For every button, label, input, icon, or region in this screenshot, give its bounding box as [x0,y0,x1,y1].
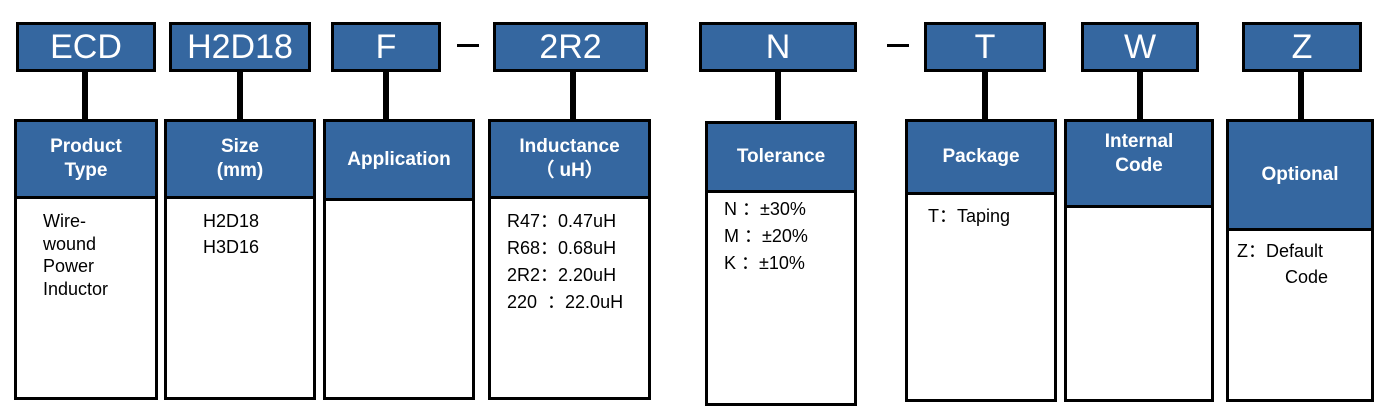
body-inductance: R47：0.47uH R68：0.68uH 2R2：2.20uH 220 ：22… [507,208,648,316]
inductance-line: R47：0.47uH [507,211,617,231]
size-line: H2D18 [203,211,260,231]
inductance-line: 2R2：2.20uH [507,265,617,285]
header-product-type-label: Product Type [50,136,122,181]
box-product-type: Product Type Wire- wound Power Inductor [14,119,158,400]
header-tolerance: Tolerance [708,124,854,193]
header-optional-label: Optional [1261,164,1339,186]
product-type-line: Power [43,256,95,276]
box-application: Application [323,119,475,400]
connector-tolerance [775,72,781,120]
header-product-type: Product Type [17,122,155,199]
connector-package [982,72,988,120]
code-tolerance: N [699,22,857,72]
separator-dash-2 [887,44,909,47]
header-internal-code: Internal Code [1067,122,1211,208]
code-optional: Z [1242,22,1362,72]
box-package: Package T：Taping [905,119,1057,402]
code-size: H2D18 [169,22,311,72]
box-optional: Optional Z：Default Code [1226,119,1374,402]
box-internal-code: Internal Code [1064,119,1214,402]
box-size: Size (mm) H2D18 H3D16 [164,119,316,400]
code-inductance: 2R2 [493,22,648,72]
box-tolerance: Tolerance N ：±30% M ：±20% K ：±10% [705,121,857,406]
product-type-line: Wire- [43,211,86,231]
header-tolerance-label: Tolerance [736,146,826,168]
inductance-line: R68：0.68uH [507,238,617,258]
body-size: H2D18 H3D16 [203,208,313,260]
separator-dash-1 [457,44,479,47]
body-optional: Z：Default Code [1237,238,1371,290]
header-package: Package [908,122,1054,195]
connector-inductance [570,72,576,120]
code-internal: W [1081,22,1199,72]
body-product-type: Wire- wound Power Inductor [43,210,155,300]
code-ecd: ECD [16,22,156,72]
tolerance-line: K ：±10% [724,253,805,273]
connector-size [237,72,243,120]
product-type-line: wound [43,233,97,254]
code-application: F [331,22,441,72]
tolerance-line: M ：±20% [724,226,808,246]
header-optional: Optional [1229,122,1371,231]
product-type-line: Inductor [43,278,109,299]
header-package-label: Package [942,146,1020,168]
connector-internal [1137,72,1143,120]
box-inductance: Inductance （ uH） R47：0.47uH R68：0.68uH 2… [488,119,651,400]
header-size-label: Size (mm) [216,136,264,181]
header-application: Application [326,122,472,201]
header-internal-code-label: Internal Code [1104,131,1174,176]
body-package: T：Taping [928,204,1054,228]
optional-line: Z：Default [1237,241,1324,261]
header-size: Size (mm) [167,122,313,199]
header-application-label: Application [347,149,451,171]
header-inductance: Inductance （ uH） [491,122,648,199]
tolerance-line: N ：±30% [724,199,806,219]
size-line: H3D16 [203,237,260,258]
header-inductance-label: Inductance （ uH） [519,136,620,181]
body-tolerance: N ：±30% M ：±20% K ：±10% [724,196,854,277]
connector-optional [1298,72,1304,120]
connector-product-type [82,72,88,120]
package-line: T：Taping [928,206,1011,226]
code-package: T [924,22,1046,72]
connector-application [383,72,389,120]
optional-line: Code [1285,267,1329,288]
inductance-line: 220 ：22.0uH [507,292,624,312]
